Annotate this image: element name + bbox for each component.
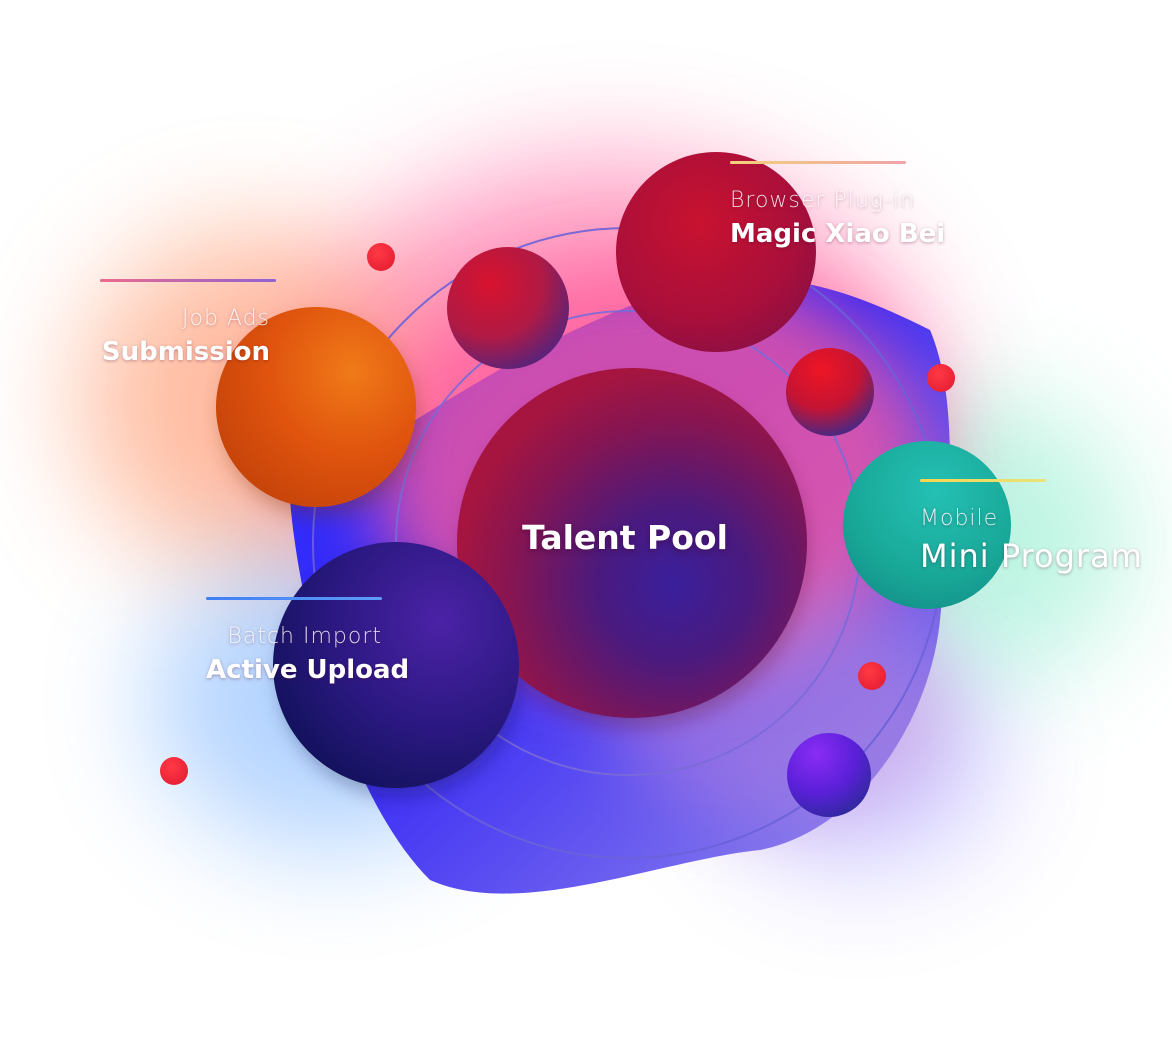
channel-label-jobads: Job Ads Submission <box>100 279 276 367</box>
channel-category: Batch Import <box>227 624 382 649</box>
plugin-sphere <box>616 152 816 352</box>
channel-label-mobile: Mobile Mini Program <box>920 479 1143 575</box>
channel-name: Mini Program <box>920 537 1143 575</box>
small-red-sphere <box>786 348 874 436</box>
channel-category: Browser Plug-in <box>730 188 915 213</box>
channel-category: Mobile <box>920 506 999 531</box>
accent-dot <box>367 243 395 271</box>
channel-name: Submission <box>101 337 270 367</box>
channel-name: Magic Xiao Bei <box>730 219 946 249</box>
label-rule <box>920 479 1046 482</box>
batch-sphere <box>273 542 519 788</box>
accent-dot <box>927 364 955 392</box>
label-rule <box>100 279 276 282</box>
small-red-sphere <box>447 247 569 369</box>
accent-dot <box>160 757 188 785</box>
channel-category: Job Ads <box>182 306 270 331</box>
channel-name: Active Upload <box>206 655 410 685</box>
talent-pool-sphere <box>457 368 807 718</box>
jobads-sphere <box>216 307 416 507</box>
channel-label-batch: Batch Import Active Upload <box>206 597 410 685</box>
purple-sphere <box>787 733 871 817</box>
accent-dot <box>858 662 886 690</box>
center-title: Talent Pool <box>522 518 728 557</box>
channel-label-plugin: Browser Plug-in Magic Xiao Bei <box>730 161 945 249</box>
accent-dots <box>160 243 955 785</box>
label-rule <box>730 161 906 164</box>
label-rule <box>206 597 382 600</box>
mobile-sphere <box>843 441 1011 609</box>
